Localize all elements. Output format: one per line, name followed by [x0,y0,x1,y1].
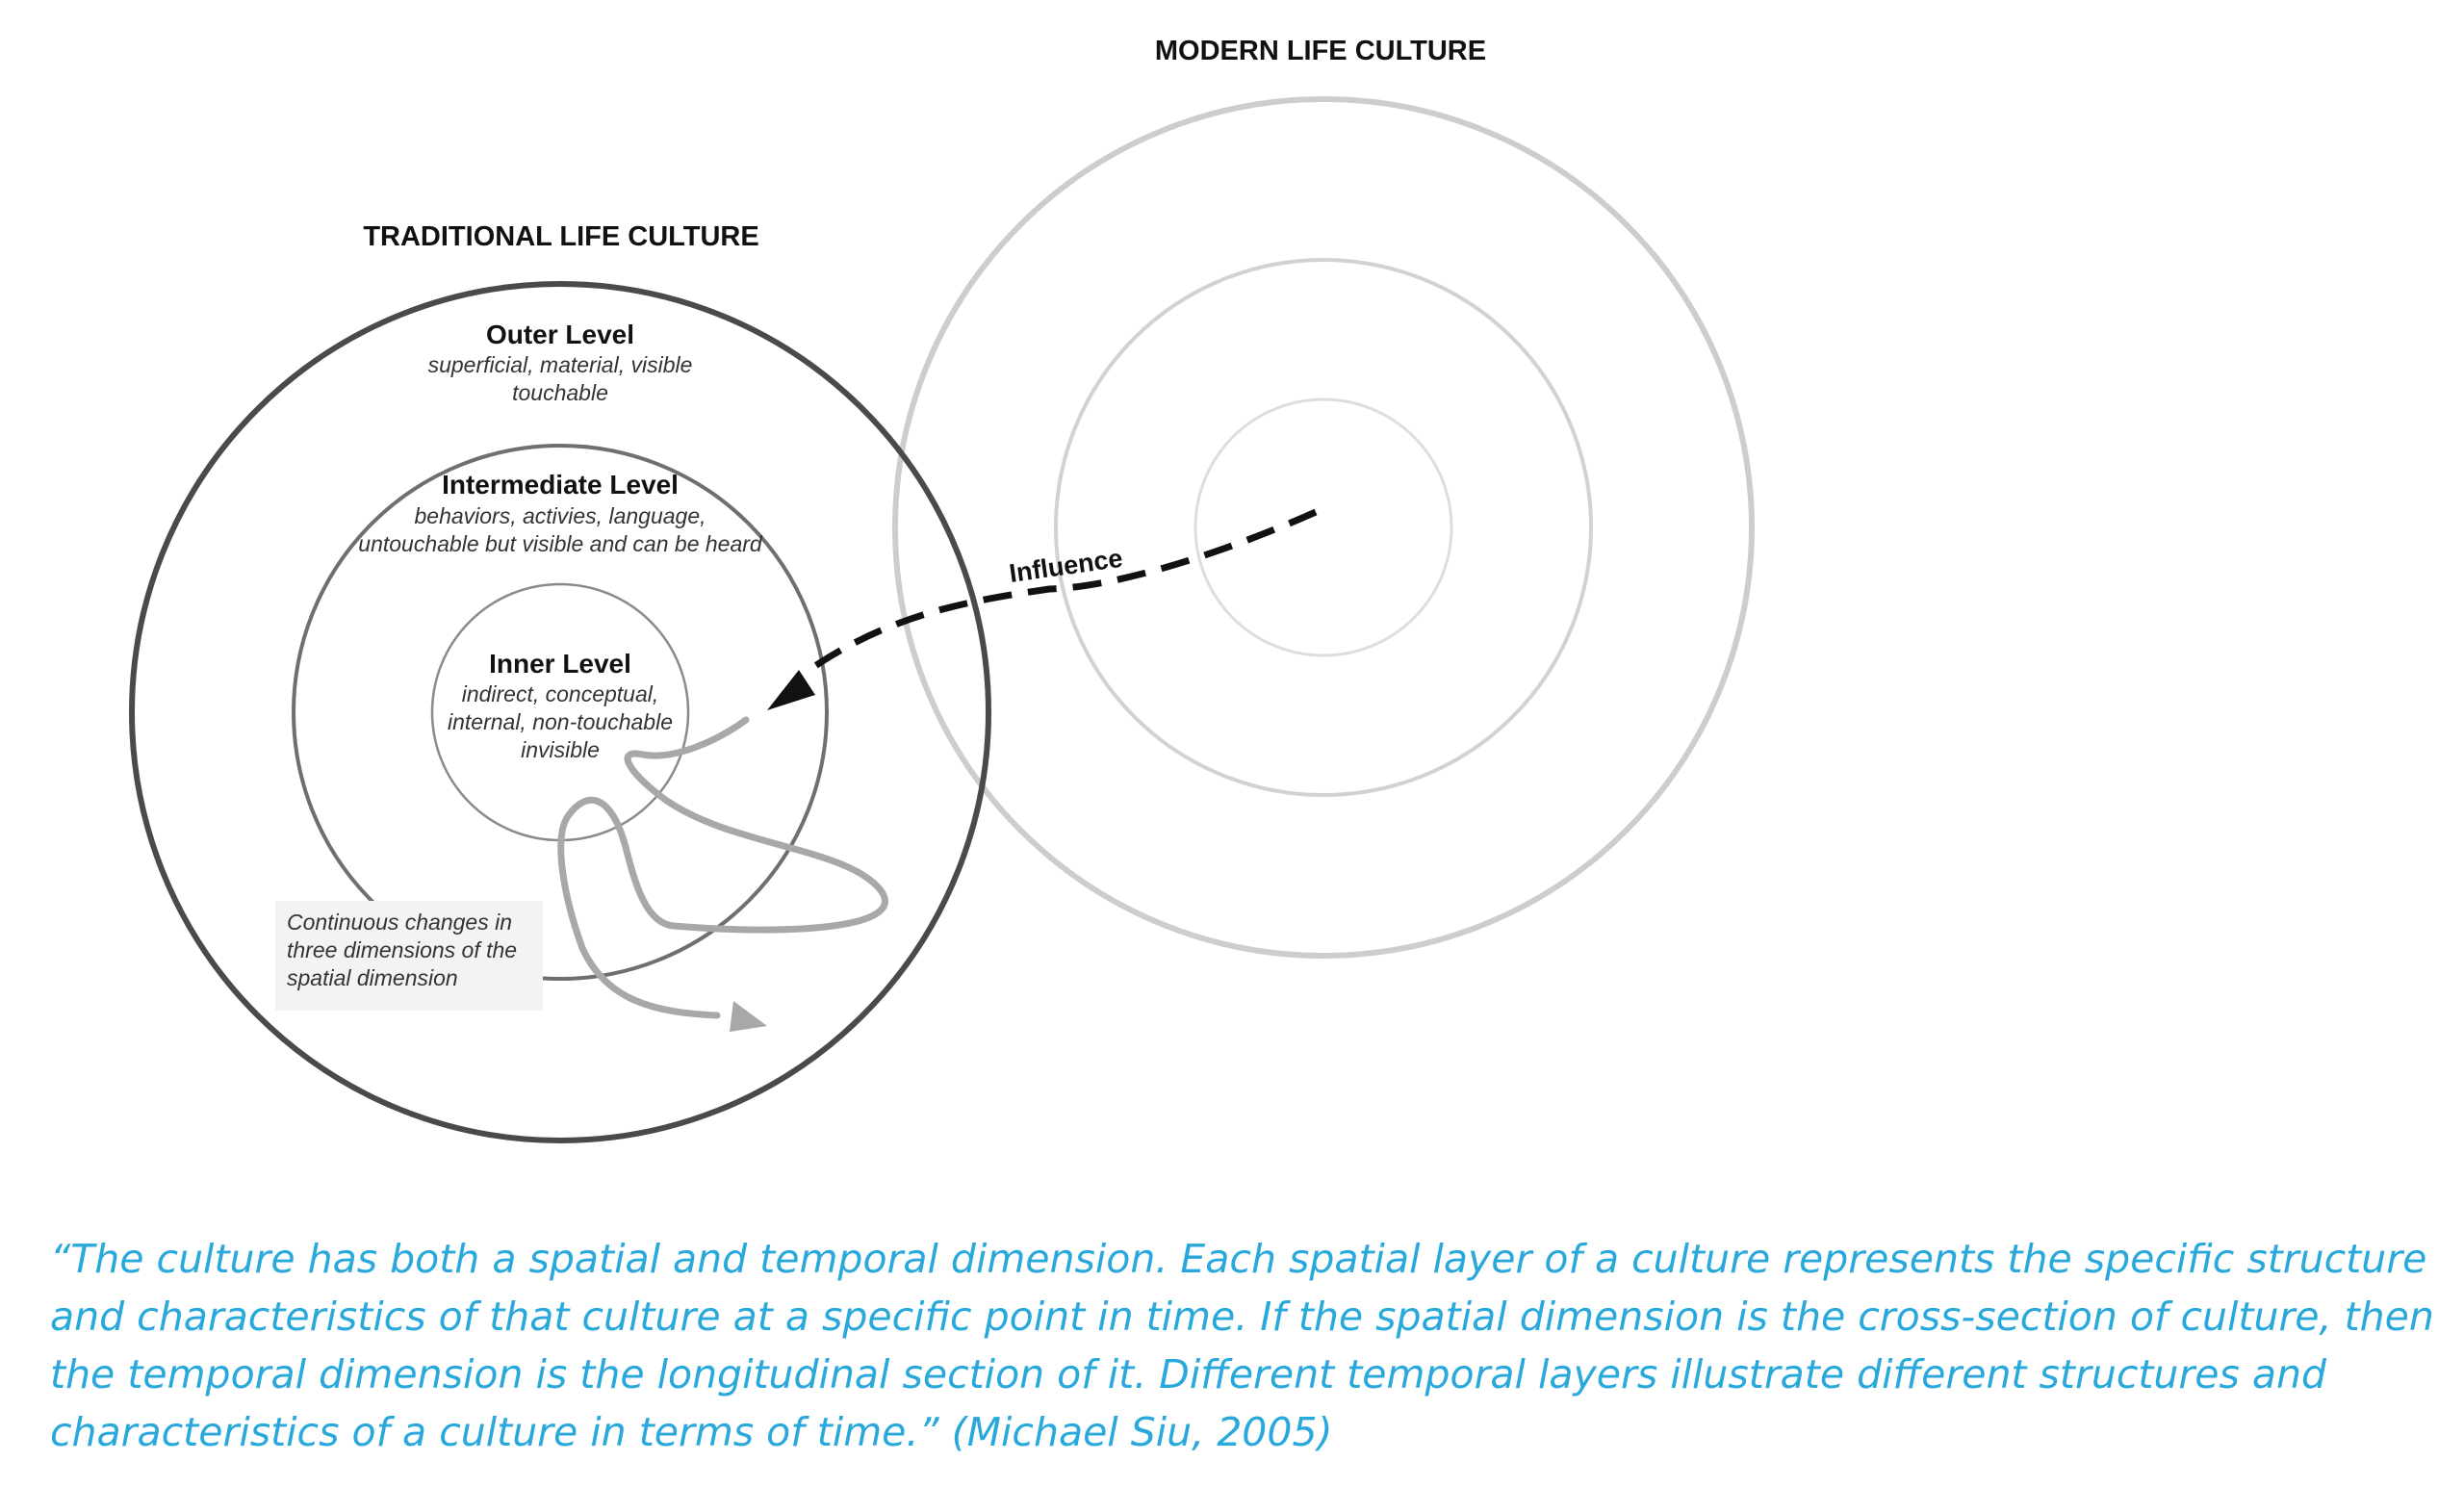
modern-culture-title: MODERN LIFE CULTURE [1155,36,1486,66]
modern-culture-group: MODERN LIFE CULTURE [892,36,1755,959]
change-path-arrowhead [730,1001,767,1032]
outer-level-desc-line: superficial, material, visible [428,352,693,377]
note-line: three dimensions of the [287,937,517,962]
traditional-outer-ring [129,281,991,1143]
influence-label: Influence [1008,544,1125,588]
outer-level-title: Outer Level [486,320,634,349]
intermediate-level-desc-line: behaviors, activies, language, [414,503,706,528]
inner-level-desc-line: internal, non-touchable [448,709,673,734]
quote-line: and characteristics of that culture at a… [50,1294,2434,1340]
traditional-intermediate-ring [292,444,829,981]
traditional-culture-title: TRADITIONAL LIFE CULTURE [363,221,758,252]
quote-line: the temporal dimension is the longitudin… [50,1351,2327,1397]
note-line: Continuous changes in [287,910,512,935]
outer-level-desc-line: touchable [512,380,608,405]
quote-line: characteristics of a culture in terms of… [50,1409,1333,1455]
intermediate-level-title: Intermediate Level [442,470,679,500]
change-path-line [557,716,888,1019]
modern-middle-ring [1054,258,1593,797]
modern-outer-ring [892,96,1755,959]
inner-level-desc-line: indirect, conceptual, [462,681,659,706]
note-line: spatial dimension [287,965,458,990]
note-box-background [275,901,543,1011]
influence-arrow-line [801,508,1318,677]
influence-arrowhead [767,670,815,710]
intermediate-level-desc-line: untouchable but visible and can be heard [358,531,763,556]
influence-arrow: Influence [767,508,1318,710]
traditional-culture-group: TRADITIONAL LIFE CULTURE Outer Level sup… [129,221,991,1143]
inner-level-title: Inner Level [489,649,631,679]
inner-level-desc-line: invisible [521,737,600,762]
quote-text: “The culture has both a spatial and temp… [50,1230,2456,1461]
modern-inner-ring [1194,397,1453,657]
continuous-change-path [557,716,888,1032]
quote-line: “The culture has both a spatial and temp… [50,1236,2427,1282]
note-box: Continuous changes in three dimensions o… [275,901,543,1011]
